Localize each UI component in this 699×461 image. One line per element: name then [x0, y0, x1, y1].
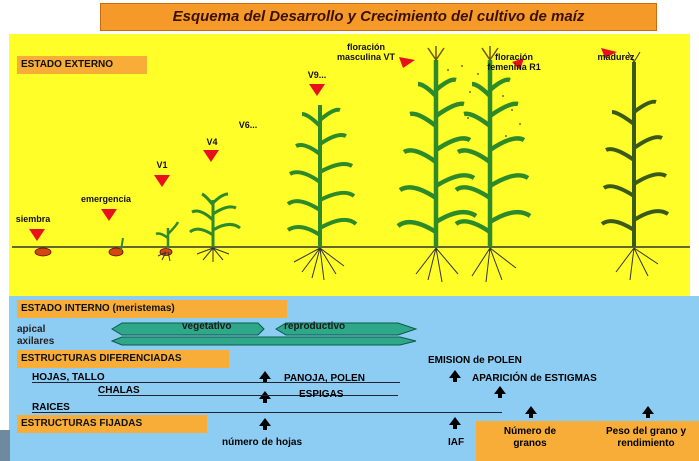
stage-label: V4: [206, 137, 218, 147]
fixed-structures-label: ESTRUCTURAS FIJADAS: [17, 415, 207, 433]
corner-fragment: [0, 430, 10, 461]
axillary-band: [110, 336, 417, 346]
differentiated-structures-label: ESTRUCTURAS DIFERENCIADAS: [17, 350, 229, 368]
marker-madurez: [601, 48, 617, 58]
husks-line: [98, 395, 398, 396]
plant-v4: [189, 192, 241, 247]
leaf-number-label: número de hojas: [222, 437, 303, 448]
axillary-row-label: axilares: [17, 336, 55, 347]
tassel-pollen-label: PANOJA, POLEN: [284, 373, 365, 384]
plant-madurez: [600, 62, 670, 247]
roots-label: RAICES: [32, 402, 70, 413]
leaves-stem-line: [32, 382, 400, 383]
diagram-title: Esquema del Desarrollo y Crecimiento del…: [100, 3, 657, 31]
internal-state-label: ESTADO INTERNO (meristemas): [17, 300, 287, 318]
grain-weight-label: Peso del grano y rendimiento: [605, 426, 687, 449]
plant-v9: [286, 105, 358, 247]
stage-label: emergencia: [80, 194, 132, 204]
marker-emergencia: [101, 209, 117, 221]
reproductive-label: reproductivo: [284, 321, 346, 332]
stage-label: V6...: [238, 120, 258, 130]
ears-label: ESPIGAS: [299, 389, 344, 400]
marker-vt: [399, 57, 415, 68]
yield-components-box: [476, 421, 699, 461]
iaf-label: IAF: [448, 437, 465, 448]
plant-r1: [454, 60, 532, 247]
stage-label: madurez: [597, 52, 635, 62]
marker-v9: [309, 84, 325, 96]
stage-label: siembra: [15, 214, 51, 224]
apical-row-label: apical: [17, 324, 46, 335]
marker-siembra: [29, 229, 45, 241]
stage-label: floración femenina R1: [487, 52, 541, 72]
plant-vt: [396, 60, 478, 247]
reproductive-band: [275, 322, 418, 336]
marker-v1: [154, 175, 170, 187]
husks-label: CHALAS: [98, 385, 140, 396]
pollen-emission-label: EMISION de POLEN: [428, 355, 522, 366]
event-arrows: [259, 370, 654, 430]
stage-label: V9...: [307, 70, 327, 80]
roots-line: [32, 412, 502, 413]
marker-v4: [203, 150, 219, 162]
silking-label: APARICIÓN de ESTIGMAS: [472, 373, 597, 384]
grain-number-label: Número de granos: [503, 426, 557, 449]
marker-r1: [512, 58, 524, 70]
stage-markers: [29, 48, 617, 241]
vegetative-label: vegetativo: [182, 321, 232, 332]
stage-label: V1: [156, 160, 168, 170]
stage-label: floración masculina VT: [336, 42, 396, 62]
meristem-bands: [110, 322, 418, 346]
external-state-label: ESTADO EXTERNO: [17, 56, 147, 74]
vegetative-band: [111, 322, 265, 336]
seed: [34, 247, 52, 257]
leaves-stem-label: HOJAS, TALLO: [32, 372, 105, 383]
